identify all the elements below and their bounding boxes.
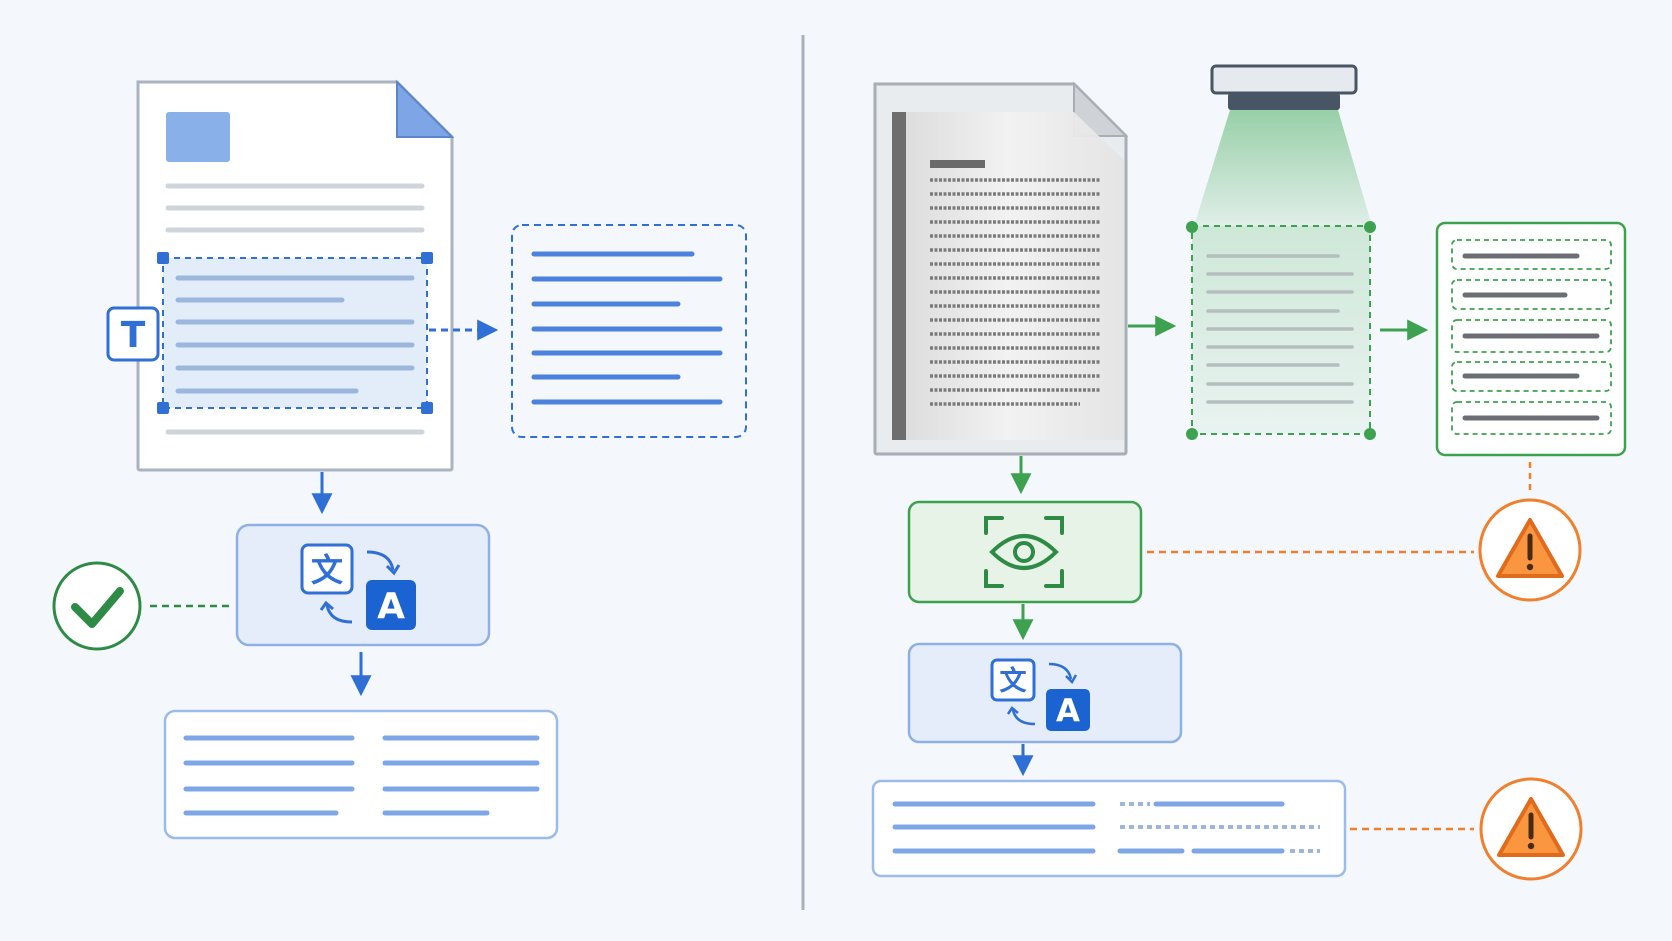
- extracted-text-box: [511, 224, 747, 438]
- text-tool-icon[interactable]: T: [106, 306, 160, 362]
- digital-document-icon: [136, 79, 455, 472]
- translate-target-glyph: A: [377, 586, 405, 627]
- ocr-step-box: [907, 500, 1143, 604]
- translate-icon: 文 A: [300, 543, 416, 630]
- text-tool-glyph: T: [121, 315, 146, 356]
- right-panel-scanned-pdf: 文 A: [871, 64, 1627, 881]
- recognized-text-box: [1435, 221, 1627, 457]
- scan-region-box: [1186, 221, 1376, 440]
- translate-step-box-scanned: 文 A: [907, 642, 1183, 744]
- translate-source-glyph: 文: [1000, 665, 1028, 697]
- garbled-output-box: [871, 779, 1347, 878]
- translate-target-glyph: A: [1056, 693, 1080, 729]
- warning-triangle-icon-output: [1479, 777, 1583, 881]
- text-selection-box[interactable]: [157, 252, 433, 414]
- eye-scan-icon: [984, 516, 1064, 588]
- translate-source-glyph: 文: [311, 551, 343, 589]
- translate-icon-scanned: 文 A: [990, 658, 1090, 731]
- left-panel-digital-pdf: T 文 A: [52, 79, 747, 840]
- document-image-placeholder: [166, 112, 230, 162]
- warning-triangle-icon-ocr: [1478, 498, 1582, 602]
- translated-output-box: [163, 709, 559, 840]
- scanner-icon: [1194, 64, 1372, 226]
- scanned-document-icon: [873, 81, 1129, 456]
- translate-step-box: 文 A: [235, 523, 491, 647]
- success-checkmark-icon: [52, 561, 142, 651]
